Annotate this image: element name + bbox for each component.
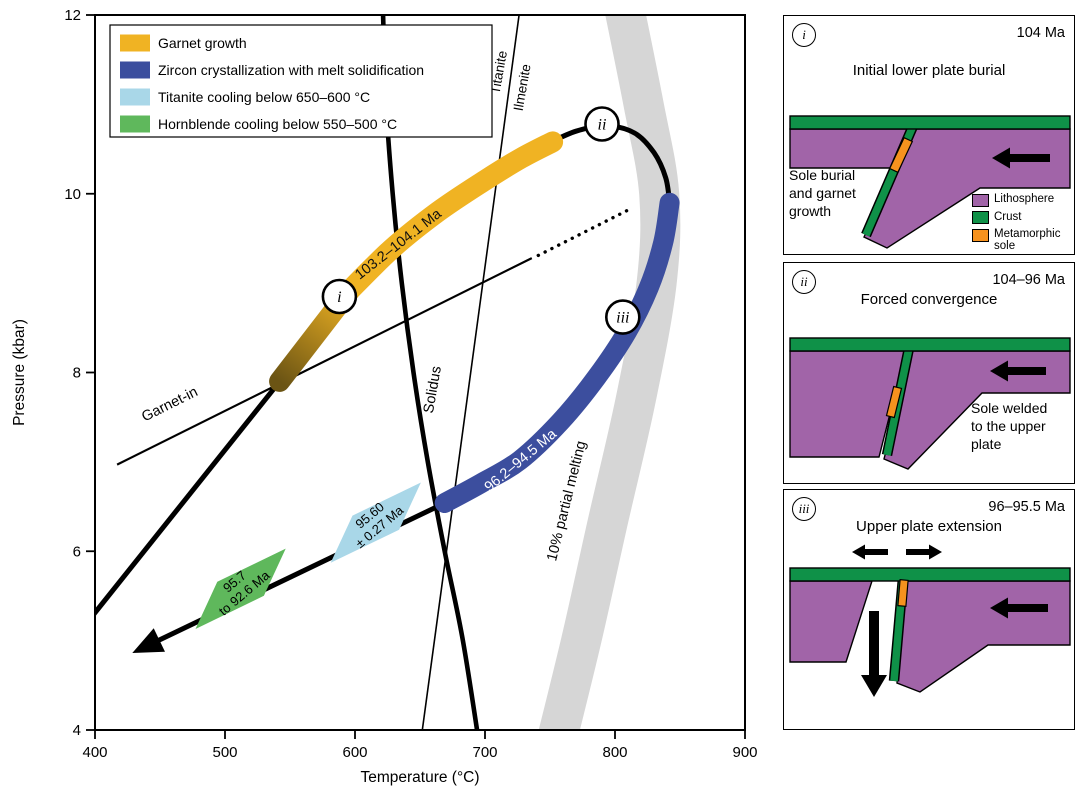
convergence-arrow: [990, 360, 1046, 382]
panel-iii-age: 96–95.5 Ma: [988, 499, 1065, 515]
panel-i-badge: i: [792, 23, 816, 47]
slab-sinking-arrow: [861, 611, 887, 697]
crust-swatch: [972, 211, 989, 224]
panel-iii-badge: iii: [792, 497, 816, 521]
x-tick-800: 800: [602, 744, 627, 761]
label-96-2-94-5-ma: 96.2–94.5 Ma: [482, 426, 561, 496]
note-line: growth: [789, 203, 832, 219]
garnet-in-extrapolated: [536, 206, 634, 258]
x-tick-600: 600: [342, 744, 367, 761]
crust-layer: [789, 567, 1071, 582]
retrograde-exhumation-path: [142, 498, 450, 651]
note-line: Sole burial: [789, 167, 856, 183]
crust-layer: [789, 115, 1071, 130]
metamorphic-sole: [897, 579, 909, 607]
titanite-age-box: [330, 482, 421, 563]
legend-label: Metamorphic sole: [994, 228, 1061, 252]
panel-i-title: Initial lower plate burial: [852, 62, 1006, 79]
zircon-crystallization-band-96-2-94-5-ma: [434, 192, 680, 513]
prograde-burial-path: [95, 363, 295, 617]
panel-iii-title: Upper plate extension: [856, 518, 1002, 535]
legend-label: Lithosphere: [994, 193, 1055, 205]
cartoon-forced-convergence: [789, 337, 1071, 470]
panel-ii-note: Sole welded to the upper plate: [971, 399, 1047, 453]
metamorphic-sole: [888, 136, 914, 174]
y-axis-title: Pressure (kbar): [11, 319, 28, 426]
y-tick-4: 4: [73, 722, 81, 739]
garnet-in-line: [116, 257, 533, 466]
peak-pressure-path: [544, 123, 673, 206]
metamorphic-sole-swatch: [972, 228, 989, 242]
label-solidus: Solidus: [421, 365, 445, 415]
extension-arrow-right: [906, 544, 942, 560]
y-tick-12: 12: [64, 7, 81, 24]
convergence-arrow: [990, 597, 1048, 619]
titanite-ilmenite-transition: [421, 15, 520, 730]
metamorphic-sole: [885, 385, 903, 419]
legend-box: [109, 24, 493, 138]
legend-row-lithosphere: Lithosphere: [972, 193, 1072, 207]
10-partial-melting-band: [538, 15, 681, 730]
lithosphere-swatch: [972, 193, 989, 207]
legend-label: Zircon crystallization with melt solidif…: [158, 62, 424, 78]
panel-i-age: 104 Ma: [1016, 25, 1065, 41]
retrograde-arrowhead: [132, 628, 165, 653]
x-axis-title: Temperature (°C): [360, 769, 479, 786]
y-tick-10: 10: [64, 186, 81, 203]
label-titanite: Titanite: [488, 49, 510, 95]
upper-plate: [789, 580, 873, 663]
lower-plate: [896, 580, 1071, 693]
note-line: and garnet: [789, 185, 856, 201]
x-tick-700: 700: [472, 744, 497, 761]
note-line: Sole welded: [971, 400, 1048, 416]
stage-marker-i: [321, 278, 358, 315]
legend-row-sole: Metamorphic sole: [972, 228, 1072, 252]
legend-swatch-titanite-cooling-below-650-600-c: [120, 88, 150, 106]
hornblende-age-box: [195, 548, 286, 629]
extension-arrow-left: [852, 544, 888, 560]
label-garnet-in: Garnet-in: [139, 384, 200, 425]
cartoon-initial-burial: [789, 115, 1071, 249]
x-tick-500: 500: [212, 744, 237, 761]
panel-iii: iii 96–95.5 Ma Upper plate extension: [783, 489, 1075, 730]
y-tick-8: 8: [73, 365, 81, 382]
cartoon-legend: Lithosphere Crust Metamorphic sole: [972, 193, 1072, 256]
panel-ii: ii 104–96 Ma Forced convergence Sole wel…: [783, 262, 1075, 484]
stage-marker-label-iii: iii: [616, 310, 629, 327]
panel-i: i 104 Ma Initial lower plate burial Sole…: [783, 15, 1075, 255]
legend-swatch-garnet-growth: [120, 34, 150, 52]
legend-label: Crust: [994, 210, 1022, 223]
x-tick-900: 900: [732, 744, 757, 761]
label-ilmenite: Ilmenite: [511, 63, 534, 112]
stage-marker-label-ii: ii: [598, 117, 607, 134]
legend-row-crust: Crust: [972, 210, 1072, 224]
crust-layer: [789, 337, 1071, 352]
garnet-growth-band-103-2-104-1-ma: [334, 131, 564, 307]
legend-swatch-zircon-crystallization-with-melt-solidification: [120, 61, 150, 79]
legend-label: Hornblende cooling below 550–500 °C: [158, 116, 397, 132]
convergence-arrow: [992, 147, 1050, 169]
stage-marker-label-i: i: [337, 289, 341, 306]
legend-label: Garnet growth: [158, 35, 247, 51]
cartoon-upper-plate-extension: [789, 544, 1071, 697]
note-line: plate: [971, 436, 1002, 452]
legend-swatch-hornblende-cooling-below-550-500-c: [120, 115, 150, 133]
note-line: to the upper: [971, 418, 1046, 434]
stage-marker-iii: [604, 299, 641, 335]
panel-i-note: Sole burial and garnet growth: [789, 166, 856, 220]
y-tick-6: 6: [73, 543, 81, 560]
panel-ii-badge: ii: [792, 270, 816, 294]
x-tick-400: 400: [82, 744, 107, 761]
legend-label: Titanite cooling below 650–600 °C: [158, 89, 370, 105]
stage-marker-ii: [584, 106, 620, 142]
panel-ii-age: 104–96 Ma: [992, 272, 1065, 288]
panel-ii-title: Forced convergence: [860, 291, 998, 308]
